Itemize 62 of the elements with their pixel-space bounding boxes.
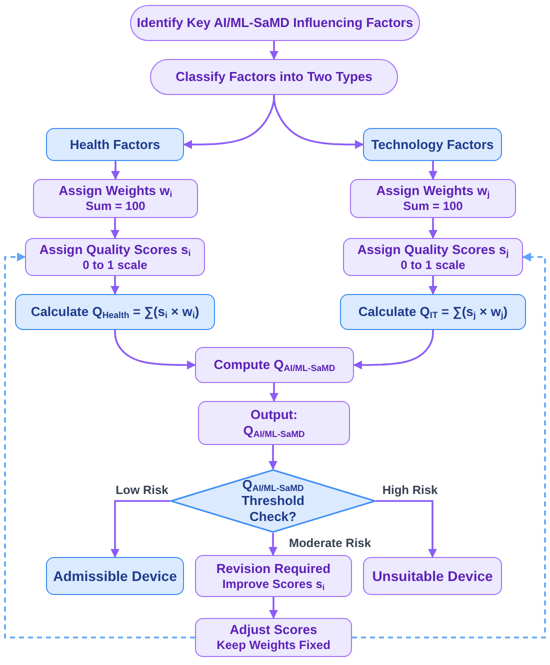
box-subtitle: Q$_{AI/ML-SaMD}$	[243, 423, 305, 439]
arrow	[111, 161, 120, 180]
process-box	[363, 557, 502, 595]
box-title: Classify Factors into Two Types	[176, 69, 372, 85]
dashed-feedback-arrow	[352, 252, 546, 638]
box-title: Health Factors	[70, 136, 160, 152]
box-title: Unsuitable Device	[372, 568, 493, 584]
box-title: Output:	[250, 407, 298, 423]
arrow	[268, 445, 278, 470]
process-box	[46, 557, 184, 595]
process-box	[343, 238, 523, 276]
box-title: Identify Key AI/ML-SaMD Influencing Factors	[136, 15, 414, 31]
process-box	[195, 555, 352, 597]
arrow	[269, 597, 278, 619]
process-box	[130, 5, 420, 41]
process-box	[15, 294, 215, 330]
box-subtitle: 0 to 1 scale	[82, 258, 148, 272]
process-box	[150, 59, 398, 95]
box-subtitle: Sum = 100	[403, 199, 463, 214]
box-subtitle: Sum = 100	[86, 199, 146, 214]
process-box	[363, 128, 502, 161]
arrow	[273, 95, 364, 149]
box-subtitle: Improve Scores s$_{i}$	[222, 576, 325, 592]
box-title: Assign Quality Scores s$_{j}$	[357, 242, 509, 258]
arrow	[428, 276, 438, 295]
box-title: Technology Factors	[371, 136, 494, 152]
decision-diamond	[170, 469, 376, 533]
process-box	[350, 179, 516, 218]
edge-label: High Risk	[380, 483, 440, 497]
process-box	[198, 401, 350, 445]
box-title: Assign Quality Scores s$_{i}$	[39, 242, 191, 258]
box-subtitle: 0 to 1 scale	[400, 258, 466, 272]
process-box	[46, 128, 184, 161]
box-title: Compute Q$_{AI/ML-SaMD}$	[214, 357, 336, 373]
arrow	[270, 41, 278, 60]
arrow	[268, 533, 278, 556]
process-box	[25, 238, 205, 276]
process-box	[195, 618, 352, 657]
box-title: Assign Weights w$_{j}$	[376, 183, 490, 199]
arrow	[110, 500, 170, 558]
box-subtitle: Keep Weights Fixed	[216, 638, 330, 653]
box-title: Assign Weights w$_{i}$	[58, 183, 172, 199]
box-title: Calculate Q$_{IT}$ = ∑(s$_{j}$ × w$_{j}$)	[358, 304, 508, 320]
arrow	[353, 330, 434, 370]
arrow	[376, 500, 437, 558]
box-title: Adjust Scores	[230, 622, 318, 638]
arrow	[428, 161, 438, 180]
process-box	[340, 294, 526, 330]
box-title: Q$_{AI/ML-SaMD}$ Threshold Check?	[240, 477, 306, 525]
box-title: Revision Required	[216, 560, 331, 576]
arrow	[110, 218, 120, 239]
box-title: Admissible Device	[53, 568, 177, 584]
edge-label: Low Risk	[114, 483, 170, 497]
process-box	[195, 347, 354, 383]
edge-label: Moderate Risk	[286, 536, 374, 550]
arrow	[110, 276, 120, 295]
arrow	[428, 218, 438, 239]
arrow	[114, 330, 196, 370]
box-title: Calculate Q$_{Health}$ = ∑(s$_{i}$ × w$_{i}$)	[30, 304, 200, 320]
arrow	[270, 383, 278, 402]
process-box	[33, 179, 198, 218]
dashed-feedback-arrow	[4, 252, 195, 638]
